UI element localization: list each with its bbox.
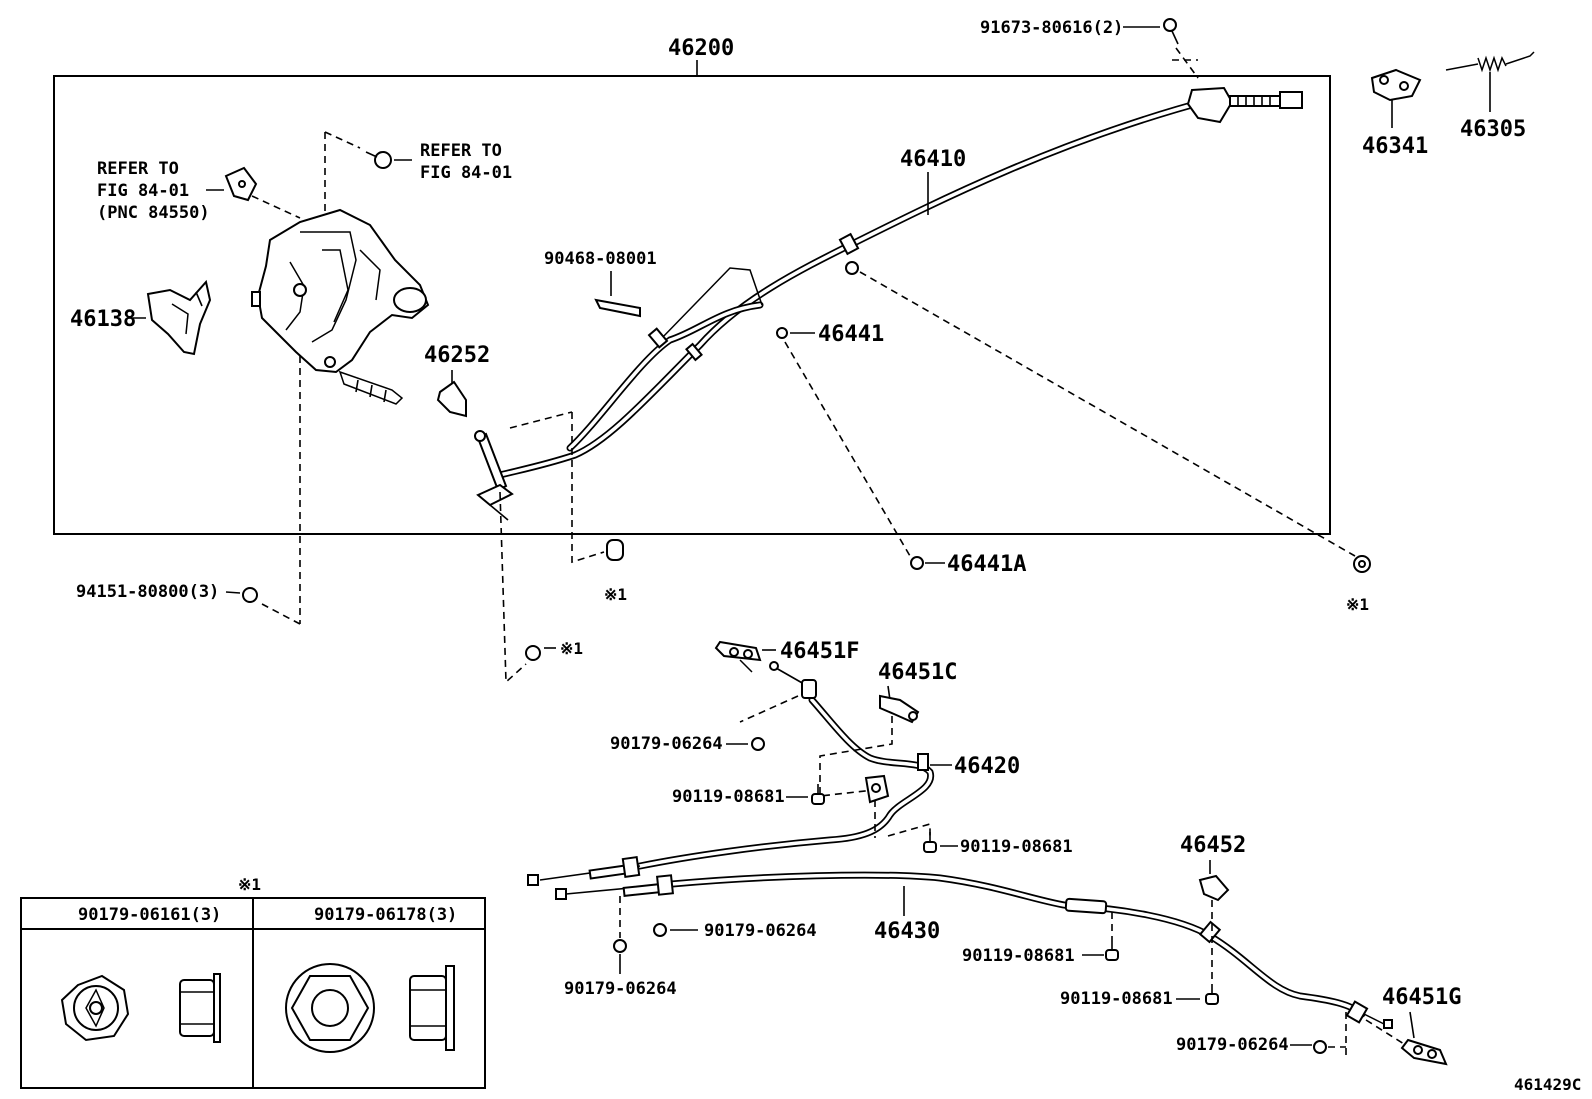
label-46451F: 46451F [780, 639, 859, 664]
parking-brake-pedal-assembly [251, 208, 430, 405]
bracket-46138-icon [146, 279, 212, 356]
label-46420: 46420 [954, 754, 1020, 779]
bolt-46451F-icon [769, 661, 817, 699]
clip-46252-icon [436, 380, 467, 418]
refer-left-line1: REFER TO [97, 159, 179, 179]
grommet-46441-icon [776, 327, 788, 339]
label-90119-08681-a: 90119-08681 [672, 787, 785, 807]
label-90119-08681-b: 90119-08681 [960, 837, 1073, 857]
label-46341: 46341 [1362, 134, 1428, 159]
label-90468-08001: 90468-08001 [544, 249, 657, 269]
bracket-46451F-icon [714, 640, 762, 673]
clip-refer-left-icon [224, 166, 258, 202]
bracket-46451G-icon [1400, 1038, 1448, 1066]
refer-left-line3: (PNC 84550) [97, 203, 210, 223]
label-91673-80616: 91673-80616(2) [980, 18, 1123, 38]
label-90179-06264-c: 90179-06264 [564, 979, 677, 999]
bolt-90119-a-icon [811, 784, 825, 805]
bolt-90119-c-icon [1105, 942, 1119, 961]
label-46305: 46305 [1460, 117, 1526, 142]
nut-note1-center-icon [606, 539, 624, 561]
note-mark-right: ※1 [1346, 595, 1369, 614]
legend-col1-part: 90179-06161(3) [78, 905, 221, 925]
label-46430: 46430 [874, 919, 940, 944]
nut-94151-icon [242, 587, 258, 603]
label-90119-08681-c: 90119-08681 [962, 946, 1075, 966]
nut-note1-lower-icon [525, 645, 541, 661]
refer-top-line1: REFER TO [420, 141, 502, 161]
legend-col2-part: 90179-06178(3) [314, 905, 457, 925]
bolt-refer-top-icon [365, 151, 392, 169]
label-46441A: 46441A [947, 552, 1026, 577]
rear-cable-46430 [555, 871, 1393, 1029]
legend-table [20, 897, 486, 1089]
label-46138: 46138 [70, 307, 136, 332]
clip-46452-icon [1198, 874, 1230, 902]
nut-90179-a-icon [751, 737, 765, 751]
nut-90179-d-icon [1313, 1040, 1327, 1054]
label-46200: 46200 [668, 36, 734, 61]
refer-top-line2: FIG 84-01 [420, 163, 512, 183]
label-90179-06264-b: 90179-06264 [704, 921, 817, 941]
label-46452: 46452 [1180, 833, 1246, 858]
nut-90179-06178-front-icon [285, 963, 375, 1053]
label-90179-06264-d: 90179-06264 [1176, 1035, 1289, 1055]
label-46252: 46252 [424, 343, 490, 368]
nut-90179-06161-front-icon [60, 974, 130, 1042]
label-90179-06264-a: 90179-06264 [610, 734, 723, 754]
label-94151-80800: 94151-80800(3) [76, 582, 219, 602]
label-90119-08681-d: 90119-08681 [1060, 989, 1173, 1009]
label-46441: 46441 [818, 322, 884, 347]
grommet-46441A-icon [910, 556, 924, 570]
clip-90468-icon [594, 298, 641, 318]
cable-end-bracket [474, 430, 514, 521]
retainer-46341-icon [1370, 68, 1422, 102]
label-46410: 46410 [900, 147, 966, 172]
nut-90179-c-icon [613, 939, 627, 953]
note-mark-center: ※1 [604, 585, 627, 604]
spring-46305-icon [1445, 51, 1535, 73]
label-46451G: 46451G [1382, 985, 1461, 1010]
bolt-90119-d-icon [1205, 986, 1219, 1005]
bolt-90119-b-icon [923, 832, 937, 853]
label-46451C: 46451C [878, 660, 957, 685]
front-cable-46410 [496, 86, 1303, 479]
diagram-id: 461429C [1514, 1075, 1581, 1094]
bracket-46451C-icon [879, 694, 920, 724]
legend-mark: ※1 [238, 875, 261, 894]
nut-90179-06161-side-icon [179, 973, 221, 1043]
nut-90179-06178-side-icon [409, 965, 455, 1051]
rear-cable-46420 [527, 696, 935, 886]
nut-90179-b-icon [653, 923, 667, 937]
clamp-46420-icon [864, 774, 890, 804]
refer-left-line2: FIG 84-01 [97, 181, 189, 201]
note-mark-lower: ※1 [560, 639, 583, 658]
bolt-91673-icon [1163, 18, 1179, 45]
assembly-46200-box [53, 75, 1331, 535]
